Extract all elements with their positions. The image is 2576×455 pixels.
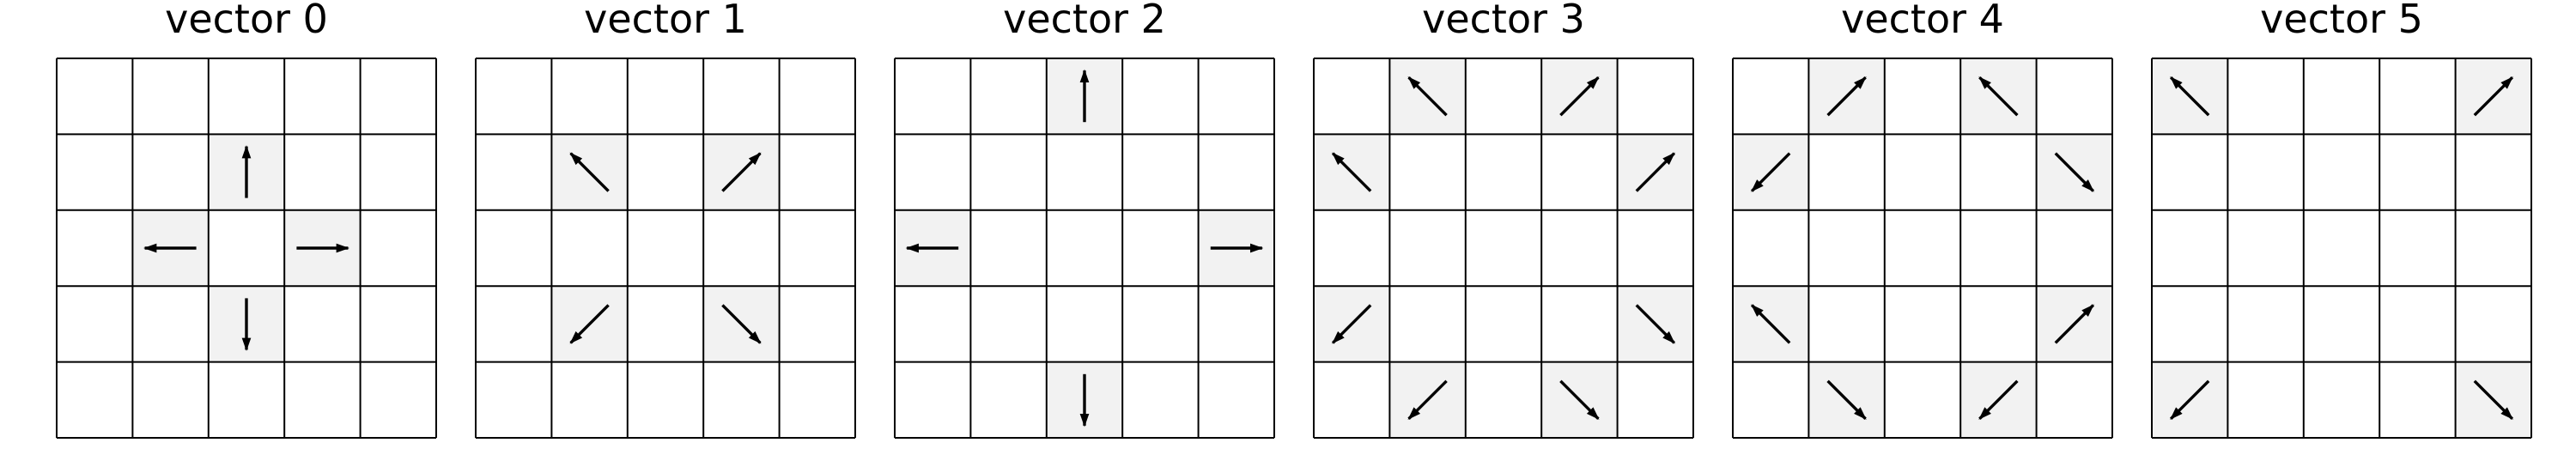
arrow-up-right-icon (2054, 304, 2095, 344)
panel-title: vector 5 (2260, 0, 2423, 42)
arrow-down-right-icon (1826, 379, 1867, 421)
arrow-down-right-icon (721, 304, 762, 344)
arrow-up-left-icon (1407, 76, 1448, 117)
arrow-up-left-icon (569, 152, 610, 192)
panel-title: vector 4 (1841, 0, 2004, 42)
arrow-up-right-icon (2473, 76, 2514, 117)
panel-vector-4: vector 4 (1732, 0, 2113, 439)
arrow-up-right-icon (1635, 152, 1676, 192)
panel-title: vector 1 (584, 0, 747, 42)
arrow-down-right-icon (2473, 379, 2514, 421)
arrow-down-left-icon (1331, 304, 1372, 344)
arrow-up-right-icon (721, 152, 762, 192)
panel-title: vector 3 (1422, 0, 1585, 42)
arrow-up-left-icon (1750, 304, 1791, 344)
arrow-down-right-icon (1559, 379, 1600, 421)
arrow-up-right-icon (1826, 76, 1867, 117)
panel-title: vector 2 (1003, 0, 1166, 42)
arrow-down-left-icon (569, 304, 610, 344)
arrow-down-left-icon (1750, 152, 1791, 192)
arrow-down-right-icon (2054, 152, 2095, 192)
arrow-down-right-icon (1635, 304, 1676, 344)
panel-title: vector 0 (165, 0, 328, 42)
arrow-down-left-icon (1407, 379, 1448, 421)
panel-vector-3: vector 3 (1313, 0, 1694, 439)
panel-vector-1: vector 1 (475, 0, 856, 439)
arrow-up-left-icon (1331, 152, 1372, 192)
panel-vector-2: vector 2 (894, 0, 1275, 439)
panel-vector-0: vector 0 (56, 0, 437, 439)
arrow-up-right-icon (1559, 76, 1600, 117)
arrow-down-left-icon (2169, 379, 2210, 421)
arrow-down-left-icon (1978, 379, 2019, 421)
panels-group: vector 0 vector 1 vector 2 vector 3 vector 4… (56, 0, 2532, 439)
panel-vector-5: vector 5 (2151, 0, 2532, 439)
arrow-up-left-icon (2169, 76, 2210, 117)
arrow-up-left-icon (1978, 76, 2019, 117)
